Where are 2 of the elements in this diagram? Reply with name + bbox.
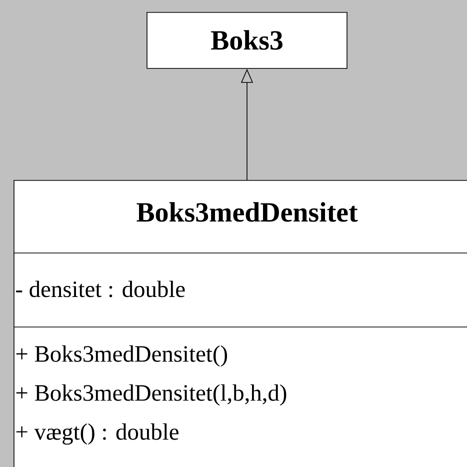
class-box: Boks3 bbox=[146, 12, 348, 69]
class-box: Boks3medDensitet - densitet : double + Boks3medDensitet() + Boks3medDensitet(l,b,h,d) + vægt() : double bbox=[14, 180, 467, 467]
